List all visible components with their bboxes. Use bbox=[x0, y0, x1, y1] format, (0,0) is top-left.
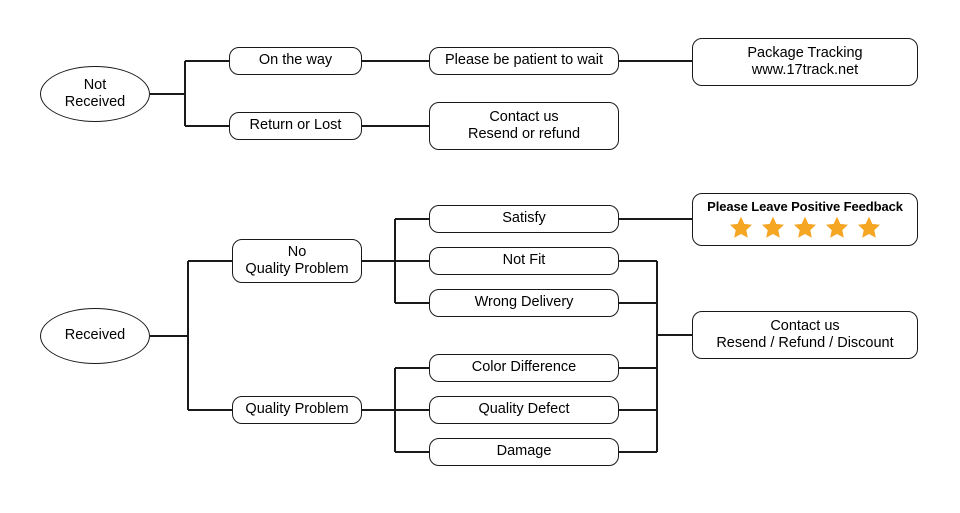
star-4-icon bbox=[826, 216, 848, 238]
node-on-the-way[interactable]: On the way bbox=[229, 47, 362, 75]
node-return-or-lost[interactable]: Return or Lost bbox=[229, 112, 362, 140]
star-5-icon bbox=[858, 216, 880, 238]
node-received[interactable]: Received bbox=[40, 308, 150, 364]
node-contact-us-resend-refund-discount[interactable]: Contact us Resend / Refund / Discount bbox=[692, 311, 918, 359]
node-package-tracking[interactable]: Package Tracking www.17track.net bbox=[692, 38, 918, 86]
node-quality-problem[interactable]: Quality Problem bbox=[232, 396, 362, 424]
node-satisfy[interactable]: Satisfy bbox=[429, 205, 619, 233]
star-2-icon bbox=[762, 216, 784, 238]
feedback-title: Please Leave Positive Feedback bbox=[707, 199, 903, 214]
star-rating[interactable] bbox=[728, 215, 882, 240]
node-please-be-patient-to-wait[interactable]: Please be patient to wait bbox=[429, 47, 619, 75]
node-wrong-delivery[interactable]: Wrong Delivery bbox=[429, 289, 619, 317]
node-please-leave-positive-feedback[interactable]: Please Leave Positive Feedback bbox=[692, 193, 918, 246]
node-contact-us-resend-or-refund[interactable]: Contact us Resend or refund bbox=[429, 102, 619, 150]
node-damage[interactable]: Damage bbox=[429, 438, 619, 466]
node-color-difference[interactable]: Color Difference bbox=[429, 354, 619, 382]
node-not-fit[interactable]: Not Fit bbox=[429, 247, 619, 275]
star-1-icon bbox=[730, 216, 752, 238]
star-3-icon bbox=[794, 216, 816, 238]
node-not-received[interactable]: Not Received bbox=[40, 66, 150, 122]
node-quality-defect[interactable]: Quality Defect bbox=[429, 396, 619, 424]
node-no-quality-problem[interactable]: No Quality Problem bbox=[232, 239, 362, 283]
